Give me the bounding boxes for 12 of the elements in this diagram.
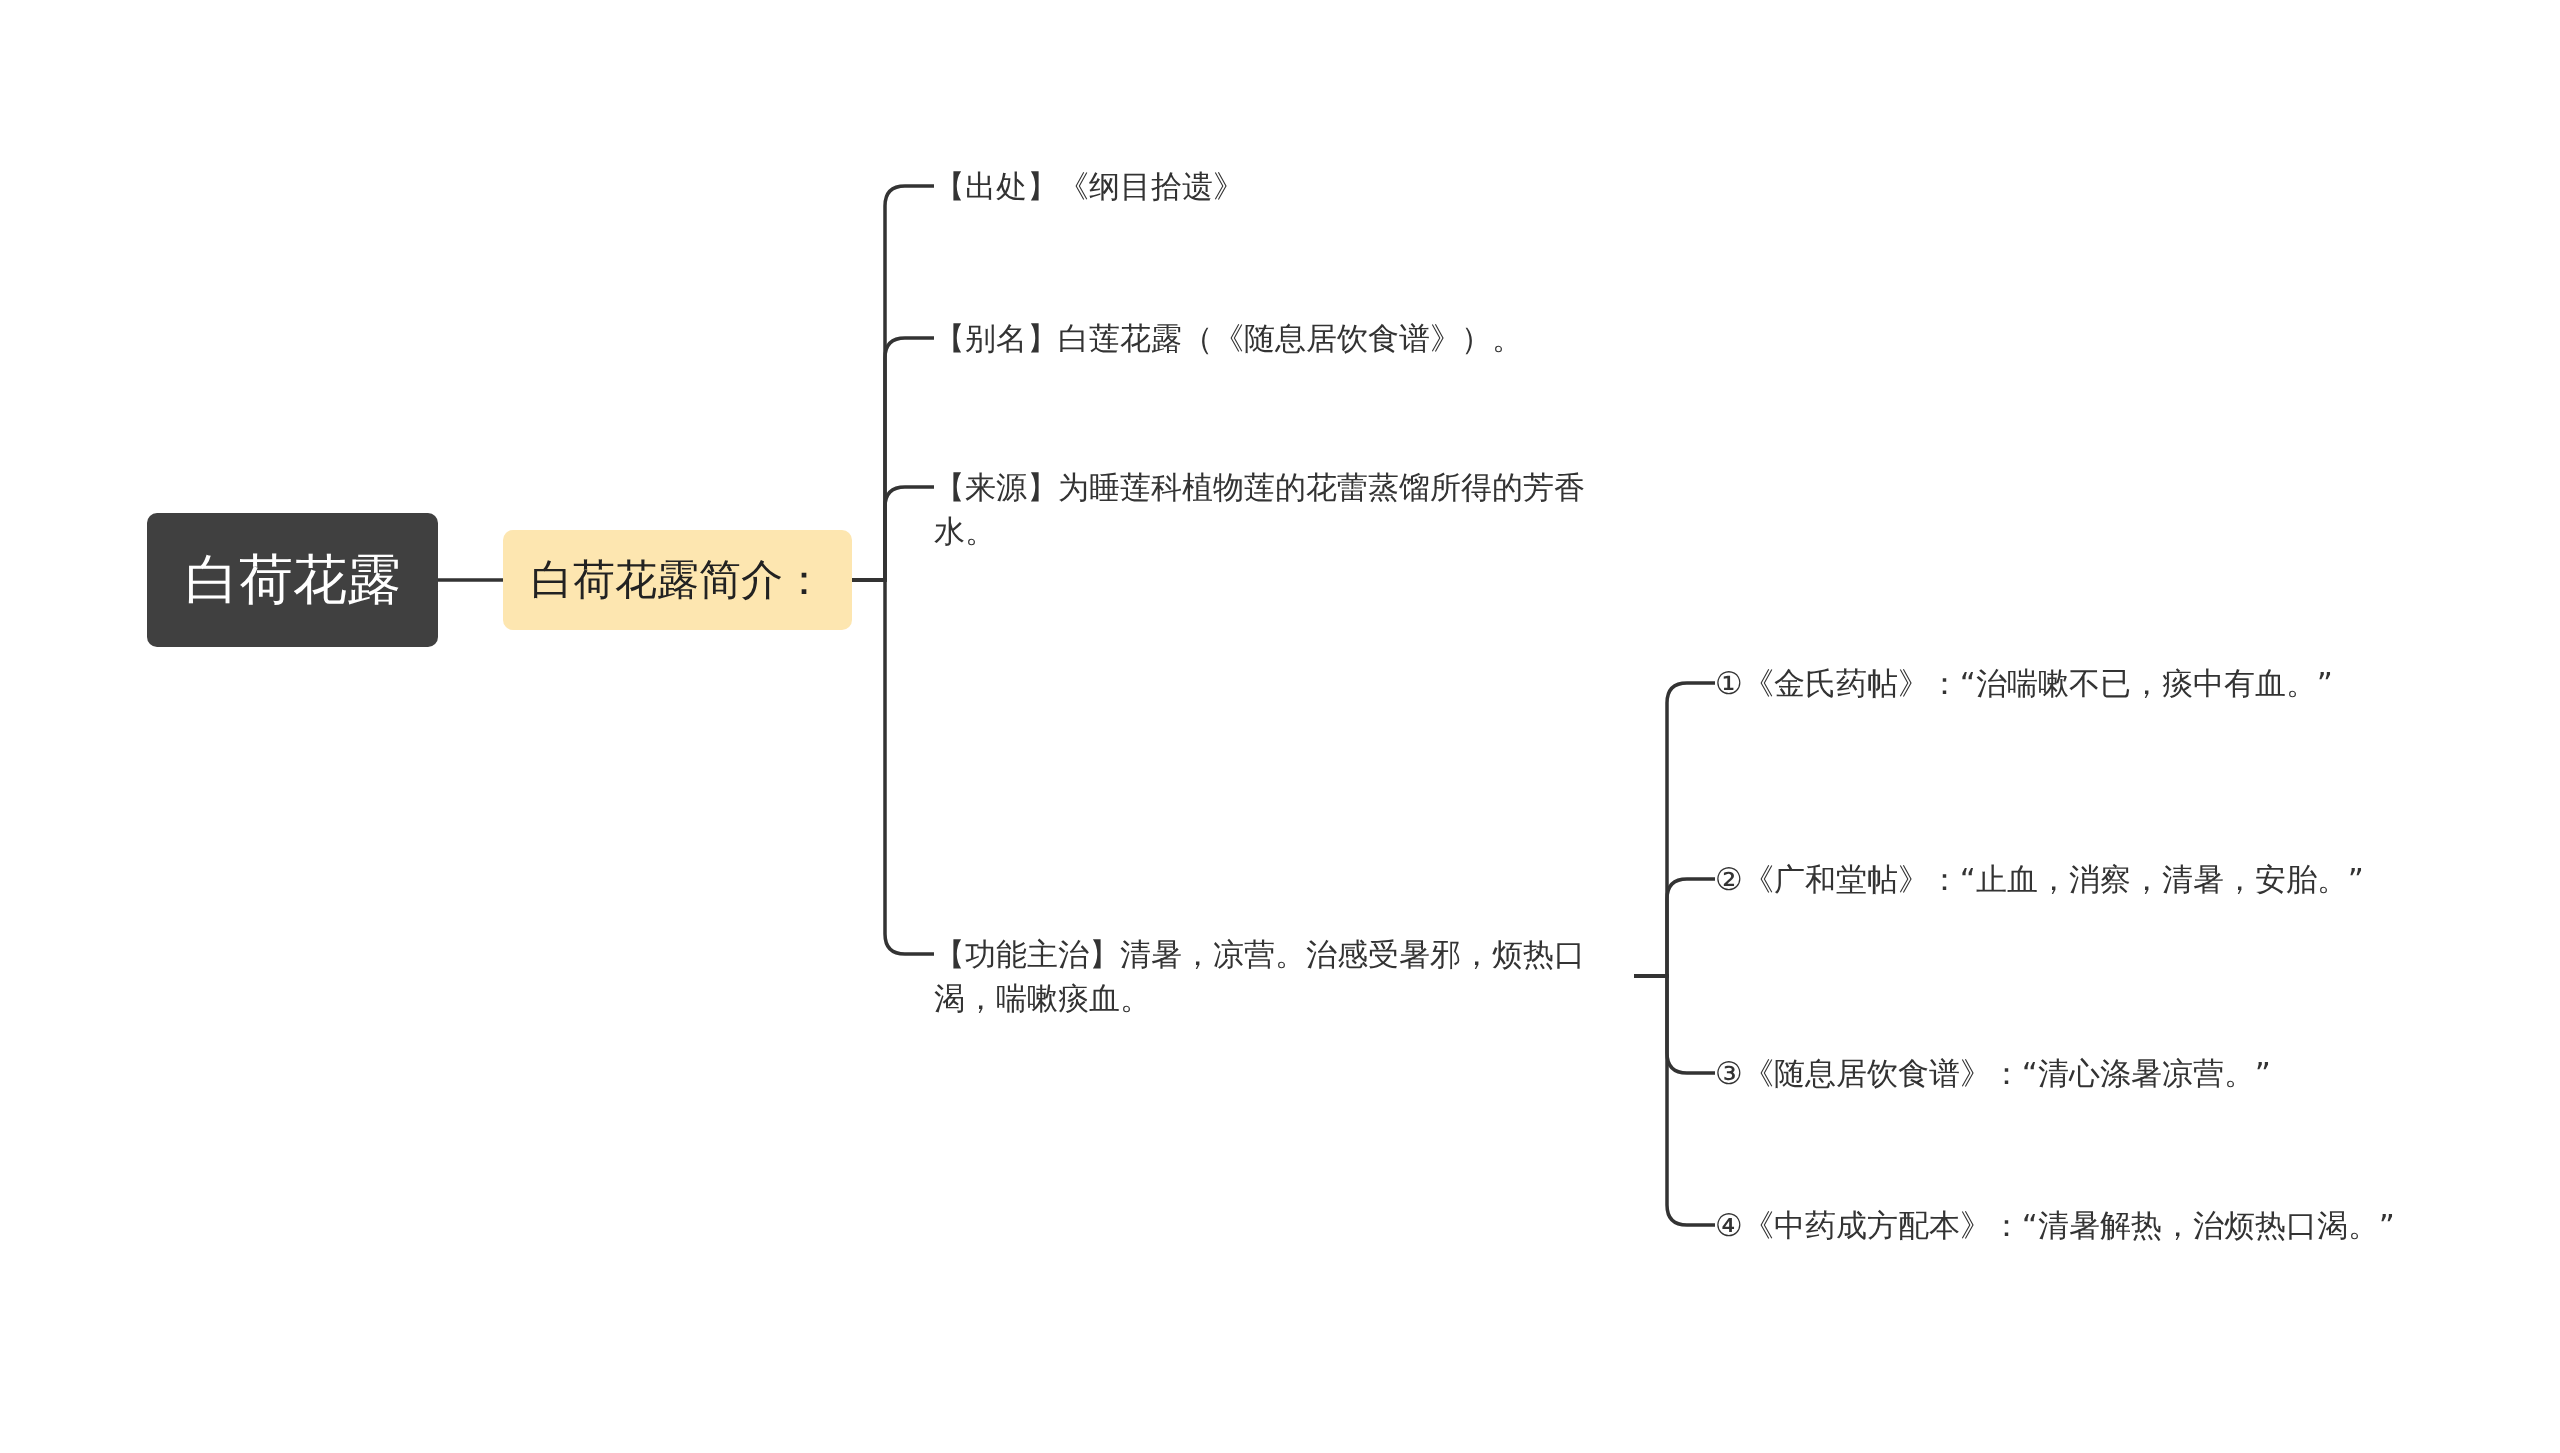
connector-line xyxy=(852,578,934,956)
topic-text: ②《广和堂帖》：“止血，消察，清暑，安胎。” xyxy=(1715,857,2415,901)
topic-text: 【出处】《纲目拾遗》 xyxy=(934,164,1634,208)
topic-text: 【来源】为睡莲科植物莲的花蕾蒸馏所得的芳香水。 xyxy=(934,465,1634,553)
main-topic-box: 白荷花露简介： xyxy=(503,530,852,630)
topic-text: 【功能主治】清暑，凉营。治感受暑邪，烦热口渴，喘嗽痰血。 xyxy=(934,932,1634,1020)
topic-text: 【别名】白莲花露（《随息居饮食谱》）。 xyxy=(934,316,1634,360)
root-topic-box: 白荷花露 xyxy=(147,513,438,647)
topic-text: ③《随息居饮食谱》：“清心涤暑凉营。” xyxy=(1715,1051,2415,1095)
topic-text: ④《中药成方配本》：“清暑解热，治烦热口渴。” xyxy=(1715,1203,2415,1247)
topic-text: ①《金氏药帖》：“治喘嗽不已，痰中有血。” xyxy=(1715,661,2415,705)
connector-line xyxy=(438,578,503,582)
